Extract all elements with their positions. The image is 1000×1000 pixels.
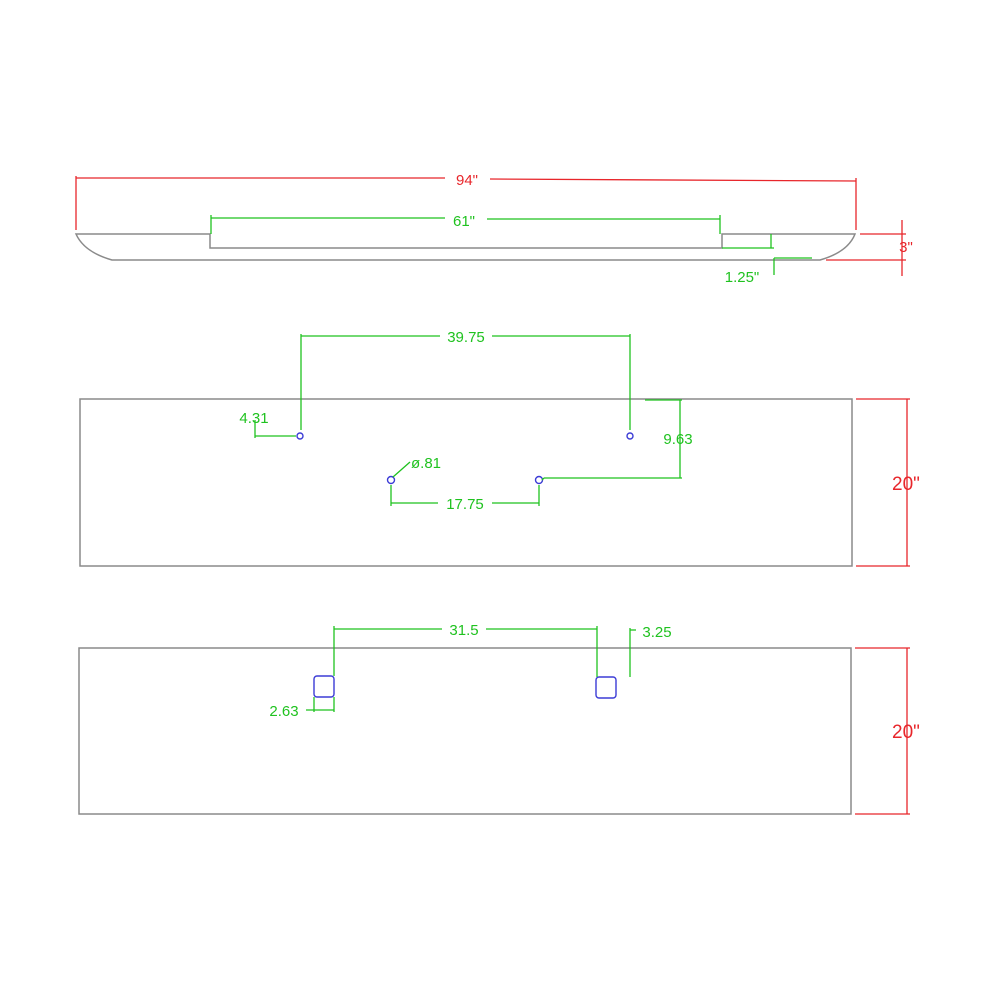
plan-view-holes-outline [79, 398, 853, 567]
label-depth-holes: 20" [892, 474, 920, 495]
dimension-hole-diameter: ø.81 [392, 455, 441, 478]
dimension-center-spacing: 17.75 [390, 485, 540, 513]
mounting-hole-right [626, 432, 634, 440]
dimension-pocket-spacing: 31.5 [333, 622, 598, 677]
label-recess-depth: 1.25" [725, 269, 760, 286]
label-hole-diameter: ø.81 [411, 455, 441, 472]
plan-view-holes: 39.75 4.31 9.63 ø.81 17.75 [79, 329, 920, 567]
dimension-depth-holes: 20" [856, 398, 920, 567]
dimension-recess-depth: 1.25" [722, 234, 812, 286]
label-hole-spacing: 39.75 [447, 329, 485, 346]
dimension-edge-offset: 4.31 [239, 410, 296, 438]
side-view-profile [74, 233, 857, 261]
dimension-hole-spacing: 39.75 [300, 329, 631, 430]
label-edge-offset: 4.31 [239, 410, 268, 427]
label-depth-pockets: 20" [892, 722, 920, 743]
dimension-overall-length: 94" [75, 172, 857, 230]
dimension-pocket-width-left: 2.63 [269, 697, 335, 720]
label-vertical-offset: 9.63 [663, 431, 692, 448]
dimension-vertical-offset: 9.63 [541, 399, 693, 481]
dimension-thickness: 3" [826, 220, 913, 276]
label-pocket-width-left: 2.63 [269, 703, 298, 720]
side-view: 94" 61" 3" 1.25" [74, 172, 913, 286]
pocket-right [595, 676, 617, 699]
label-overall-length: 94" [456, 172, 478, 189]
pocket-left [313, 675, 335, 698]
label-pocket-width-right: 3.25 [642, 624, 671, 641]
dimension-pocket-width-right: 3.25 [629, 624, 672, 677]
mounting-hole-center-right [534, 475, 544, 485]
label-thickness: 3" [899, 239, 913, 256]
mounting-hole-left [296, 432, 304, 440]
label-pocket-spacing: 31.5 [449, 622, 478, 639]
plan-view-pockets: 31.5 3.25 2.63 20" [78, 622, 920, 815]
label-center-spacing: 17.75 [446, 496, 484, 513]
mounting-hole-center-left [386, 475, 396, 485]
plan-view-pockets-outline [78, 647, 852, 815]
dimension-recess-length: 61" [210, 213, 721, 234]
label-recess-length: 61" [453, 213, 475, 230]
dimension-depth-pockets: 20" [855, 647, 920, 815]
